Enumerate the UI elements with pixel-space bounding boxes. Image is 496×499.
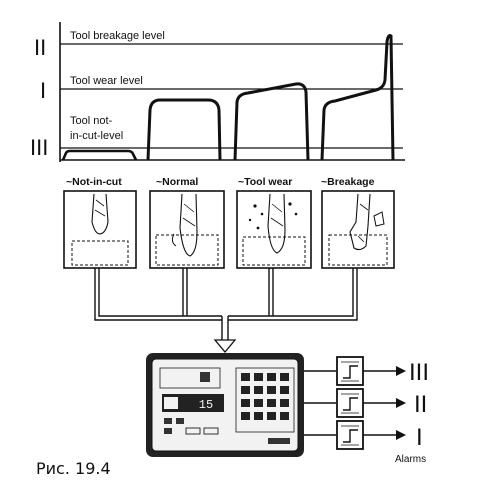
tool-icon [91, 193, 109, 235]
tool-icon [349, 193, 371, 251]
relay-iii [336, 356, 364, 386]
alarm-arrows [363, 366, 406, 440]
wear-chips-icon [248, 202, 298, 230]
waveform-breakage [320, 34, 395, 161]
panel-breakage [321, 190, 395, 269]
wear-level-label: Tool wear level [70, 75, 143, 87]
tool-icon [267, 193, 286, 254]
panel-normal [149, 190, 225, 269]
broken-fragment-icon [373, 211, 385, 227]
panel-not-in-cut [63, 190, 137, 269]
notincut-level-label-line2: in-cut-level [70, 130, 123, 142]
signal-wiring [94, 268, 358, 340]
relay-ii [336, 388, 364, 418]
state-label-breakage: ~Breakage [321, 176, 375, 188]
notincut-level-roman: III [30, 135, 48, 160]
waveform-normal [146, 98, 222, 161]
arrow-right-icon [396, 398, 406, 408]
waveform-not-in-cut [61, 149, 138, 161]
controller-keypad [235, 367, 295, 433]
wear-level-roman: I [40, 78, 46, 103]
input-arrow-icon [213, 339, 237, 354]
output-roman-ii: II [414, 391, 427, 418]
state-label-not-in-cut: ~Not-in-cut [66, 176, 122, 188]
display-value: 15 [199, 398, 213, 412]
chip-icon [171, 233, 177, 247]
state-label-normal: ~Normal [156, 176, 198, 188]
alarms-label: Alarms [395, 454, 426, 465]
output-wiring [304, 370, 336, 436]
breakage-level-roman: II [34, 35, 46, 60]
output-roman-i: I [416, 424, 423, 451]
figure-caption: Рис. 19.4 [36, 459, 111, 478]
state-panels [63, 190, 395, 269]
controller-unit: 15 [146, 353, 304, 457]
panel-tool-wear [236, 190, 312, 269]
waveform-tool-wear [233, 82, 310, 161]
tool-icon [179, 193, 198, 257]
output-roman-iii: III [409, 359, 429, 386]
arrow-right-icon [396, 430, 406, 440]
breakage-level-label: Tool breakage level [70, 30, 165, 42]
notincut-level-label-line1: Tool not- [70, 115, 113, 127]
arrow-right-icon [396, 366, 406, 376]
state-label-tool-wear: ~Tool wear [238, 176, 292, 188]
signal-plot [59, 22, 405, 162]
relay-i [336, 420, 364, 450]
